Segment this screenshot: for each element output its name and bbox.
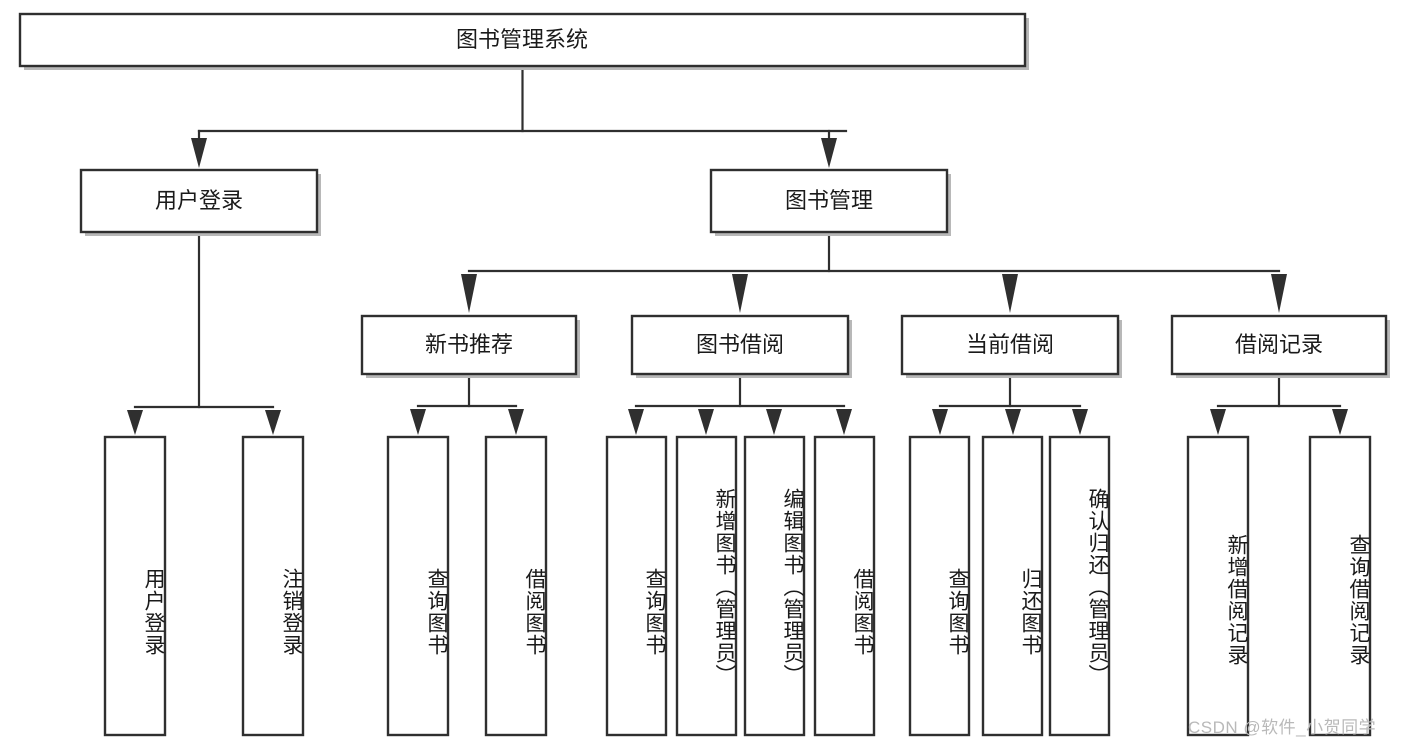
node-root-rect xyxy=(18,12,1027,68)
node-leaf-recommend-query-book[interactable] xyxy=(386,435,450,737)
node-leaf-recommend-query-book-rect xyxy=(386,435,450,737)
node-leaf-current-query-book-rect xyxy=(908,435,971,737)
connector-layer xyxy=(127,64,1348,435)
node-leaf-user-logout[interactable] xyxy=(241,435,305,737)
node-leaf-current-return-book[interactable] xyxy=(981,435,1044,737)
node-new-book-recommend[interactable]: 新书推荐 xyxy=(360,314,580,378)
node-root-label: 图书管理系统 xyxy=(456,27,588,52)
node-root[interactable]: 图书管理系统 xyxy=(18,12,1029,70)
arrow-head-leaf-current-return xyxy=(1005,409,1021,435)
node-leaf-user-logout-rect xyxy=(241,435,305,737)
arrow-head-leaf-borrow-edit xyxy=(766,409,782,435)
csdn-watermark: CSDN @软件_小贺同学 xyxy=(1188,718,1377,737)
node-book-borrow-label: 图书借阅 xyxy=(696,332,784,357)
node-leaf-current-query-book[interactable] xyxy=(908,435,971,737)
arrow-head-leaf-current-query xyxy=(932,409,948,435)
node-book-manage-rect xyxy=(709,168,949,234)
arrow-head-leaf-record-query xyxy=(1332,409,1348,435)
node-borrow-record-label: 借阅记录 xyxy=(1235,332,1323,357)
arrow-head-leaf-current-confirm xyxy=(1072,409,1088,435)
arrow-head-new-book-recommend xyxy=(461,274,477,313)
arrow-head-leaf-user-login xyxy=(127,410,143,435)
arrow-head-leaf-record-add xyxy=(1210,409,1226,435)
arrow-head-user-login xyxy=(191,138,207,168)
node-current-borrow[interactable]: 当前借阅 xyxy=(900,314,1122,378)
node-book-manage[interactable]: 图书管理 xyxy=(709,168,951,236)
arrow-head-leaf-borrow-query xyxy=(628,409,644,435)
node-book-manage-label: 图书管理 xyxy=(785,188,873,213)
node-book-borrow[interactable]: 图书借阅 xyxy=(630,314,852,378)
arrow-head-leaf-borrow-add xyxy=(698,409,714,435)
node-leaf-current-return-book-rect xyxy=(981,435,1044,737)
node-leaf-borrow-borrow-book-rect xyxy=(813,435,876,737)
node-leaf-borrow-edit-book-rect xyxy=(743,435,806,737)
node-user-login-label: 用户登录 xyxy=(155,188,243,213)
node-book-borrow-rect xyxy=(630,314,850,376)
node-current-borrow-label: 当前借阅 xyxy=(966,332,1054,357)
node-leaf-user-login[interactable] xyxy=(103,435,167,737)
arrow-head-borrow-record xyxy=(1271,274,1287,313)
node-layer: 图书管理系统 用户登录 图书管理 新书推荐 xyxy=(18,12,1390,737)
node-leaf-current-confirm-return[interactable] xyxy=(1048,435,1111,737)
node-leaf-record-query-record[interactable] xyxy=(1308,435,1372,737)
node-new-book-recommend-label: 新书推荐 xyxy=(425,332,513,357)
node-leaf-user-login-rect xyxy=(103,435,167,737)
arrow-head-leaf-user-logout xyxy=(265,410,281,435)
node-leaf-borrow-add-book-rect xyxy=(675,435,738,737)
node-leaf-borrow-query-book[interactable] xyxy=(605,435,668,737)
arrow-head-leaf-borrow-borrow xyxy=(836,409,852,435)
arrow-head-leaf-recommend-query xyxy=(410,409,426,435)
arrow-head-leaf-recommend-borrow xyxy=(508,409,524,435)
node-leaf-record-add-record-rect xyxy=(1186,435,1250,737)
node-leaf-borrow-edit-book[interactable] xyxy=(743,435,806,737)
node-user-login-rect xyxy=(79,168,319,234)
node-leaf-recommend-borrow-book-rect xyxy=(484,435,548,737)
node-user-login[interactable]: 用户登录 xyxy=(79,168,321,236)
arrow-head-current-borrow xyxy=(1002,274,1018,313)
node-leaf-recommend-borrow-book[interactable] xyxy=(484,435,548,737)
arrow-head-book-borrow xyxy=(732,274,748,313)
node-borrow-record[interactable]: 借阅记录 xyxy=(1170,314,1390,378)
node-leaf-record-query-record-rect xyxy=(1308,435,1372,737)
node-leaf-record-add-record[interactable] xyxy=(1186,435,1250,737)
node-new-book-recommend-rect xyxy=(360,314,578,376)
node-borrow-record-rect xyxy=(1170,314,1388,376)
node-leaf-borrow-add-book[interactable] xyxy=(675,435,738,737)
arrow-head-book-manage xyxy=(821,138,837,168)
node-leaf-borrow-query-book-rect xyxy=(605,435,668,737)
node-current-borrow-rect xyxy=(900,314,1120,376)
node-leaf-current-confirm-return-rect xyxy=(1048,435,1111,737)
node-leaf-borrow-borrow-book[interactable] xyxy=(813,435,876,737)
